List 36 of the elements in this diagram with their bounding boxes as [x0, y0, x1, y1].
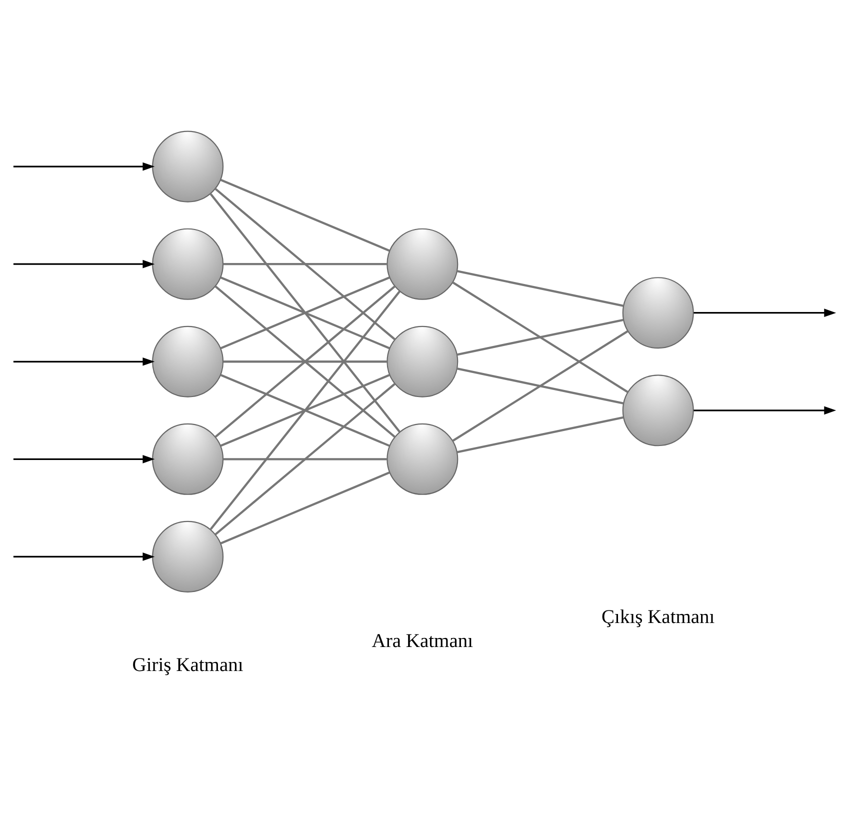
connector [456, 318, 624, 356]
label: Çıkış Katmanı [602, 606, 715, 628]
connector [223, 458, 387, 460]
label: Giriş Katmanı [132, 654, 244, 676]
node-circle [152, 325, 224, 397]
connector [220, 276, 390, 349]
arrow [13, 552, 155, 560]
connector [452, 280, 629, 393]
connector [210, 192, 401, 432]
node-circle [386, 228, 458, 300]
arrow [13, 162, 155, 170]
node-circle [622, 276, 694, 348]
arrow [694, 308, 836, 317]
connector [210, 290, 401, 530]
connector [214, 382, 396, 535]
connector [220, 471, 390, 544]
arrow [13, 259, 155, 268]
node-circle [386, 325, 458, 397]
node-circle [386, 422, 458, 494]
connector [223, 360, 387, 362]
node-circle [152, 228, 224, 300]
arrow [13, 356, 155, 366]
connector [223, 262, 387, 265]
node-circle [152, 422, 224, 494]
arrow [13, 454, 155, 463]
arrow [694, 406, 836, 414]
connector [452, 330, 628, 442]
connector [214, 188, 396, 340]
connector [456, 416, 624, 453]
node-circle [152, 520, 224, 592]
node-circle [622, 374, 694, 446]
connector [220, 178, 390, 252]
node-circle [152, 130, 224, 202]
label: Ara Katmanı [372, 630, 474, 652]
connector [456, 270, 624, 306]
connector [456, 367, 624, 404]
